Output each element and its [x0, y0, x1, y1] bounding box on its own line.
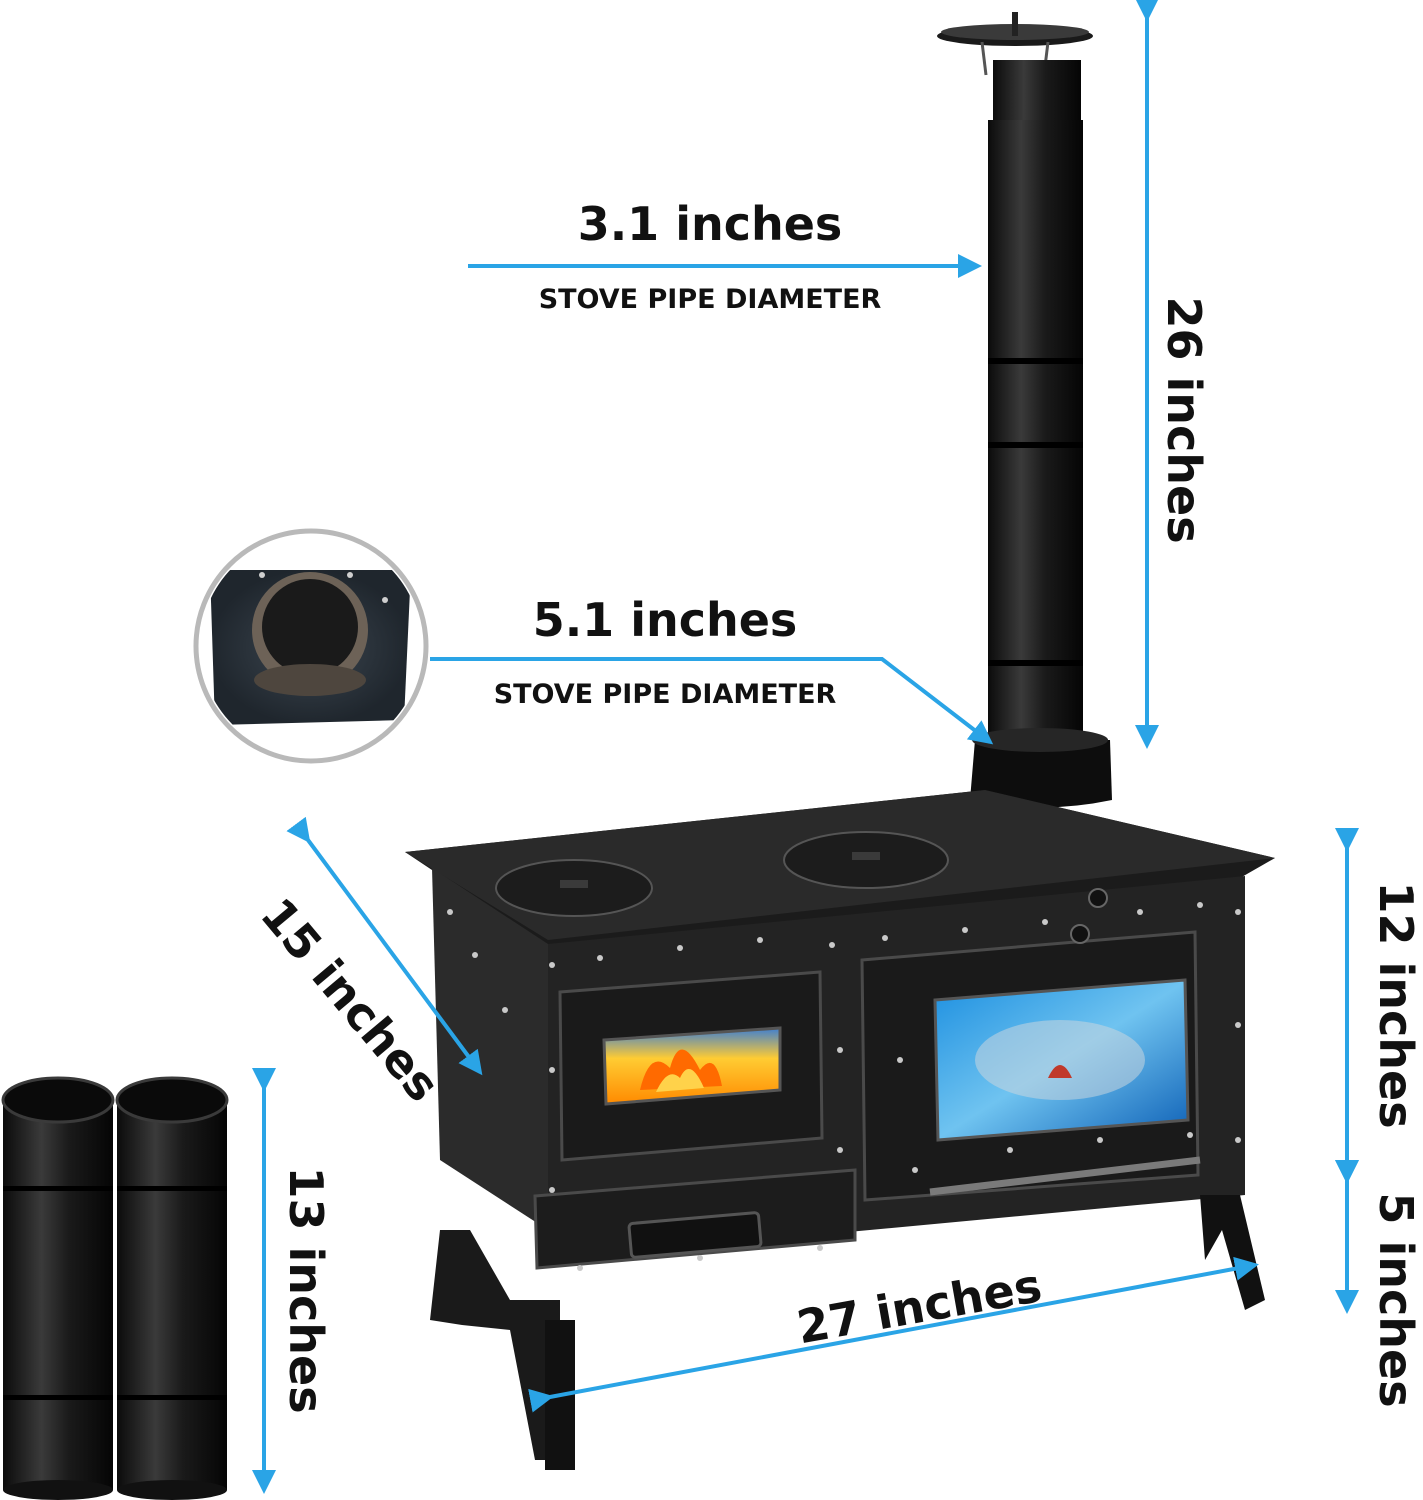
- collar-size-label: 5.1 inches: [533, 593, 798, 647]
- top-pipe-size-label: 3.1 inches: [578, 197, 843, 251]
- collar-caption: STOVE PIPE DIAMETER: [494, 679, 837, 710]
- body-height-label: 12 inches: [1369, 881, 1423, 1128]
- stove-body: [405, 790, 1275, 1470]
- width-label: 27 inches: [793, 1258, 1046, 1354]
- arrow-depth: [286, 816, 483, 1076]
- depth-label: 15 inches: [250, 888, 450, 1112]
- leg-height-label: 5 inches: [1369, 1192, 1423, 1407]
- collar-closeup-inset: [193, 528, 429, 764]
- extra-pipe-length-label: 13 inches: [279, 1166, 333, 1413]
- arrow-width: [528, 1256, 1259, 1413]
- arrow-collar: [430, 657, 994, 745]
- dimension-arrows: [252, 0, 1359, 1494]
- top-pipe-caption: STOVE PIPE DIAMETER: [539, 284, 882, 315]
- extra-stove-pipes: [1, 1076, 229, 1500]
- chimney: [937, 12, 1112, 808]
- chimney-height-label: 26 inches: [1157, 296, 1211, 543]
